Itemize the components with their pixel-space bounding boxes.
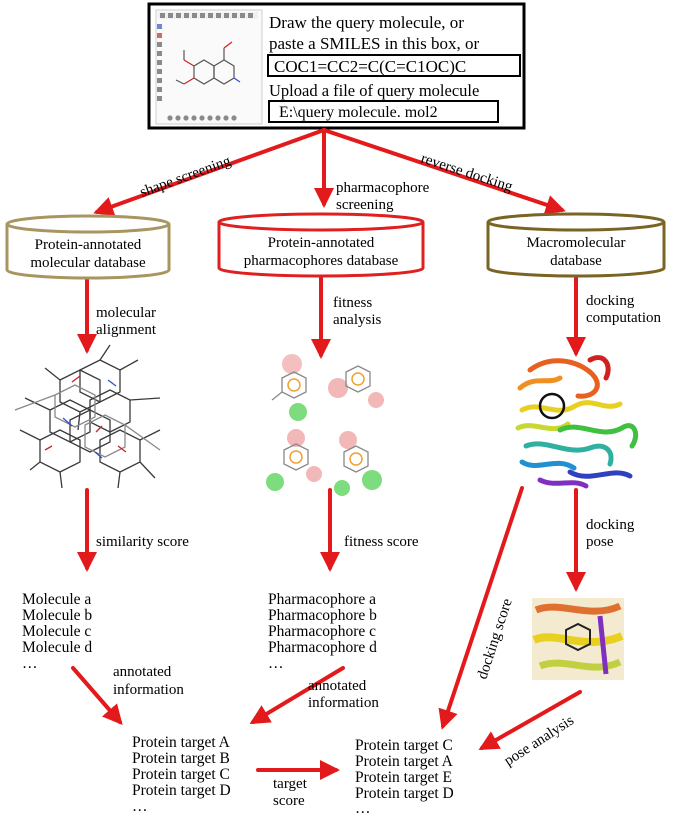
arrow-annotated-information-2 (249, 666, 345, 725)
query-instruction-line1: Draw the query molecule, or (269, 13, 464, 32)
pharmacophore-list: Pharmacophore a Pharmacophore b Pharmaco… (268, 591, 377, 672)
protein-structure-image (515, 355, 639, 489)
protein-target-list-2: Protein target C Protein target A Protei… (355, 737, 454, 816)
file-path-box[interactable] (268, 100, 499, 123)
label-docking-pose-line2: pose (586, 534, 614, 550)
pharmacophore-list-item: Pharmacophore d (268, 639, 377, 656)
label-annotated-1: annotated (113, 664, 172, 680)
molecule-list-item: … (22, 655, 38, 672)
label-information-2: information (308, 695, 379, 711)
arrow-shape-screening (93, 128, 326, 216)
label-fitness: fitness (333, 295, 372, 311)
database-molecular-line2: molecular database (30, 255, 146, 271)
protein-target-item: Protein target B (132, 750, 230, 767)
database-pharmacophores: Protein-annotated pharmacophores databas… (217, 212, 425, 278)
ranked-target-item: … (355, 800, 371, 816)
file-path-value: E:\query molecule. mol2 (279, 104, 438, 121)
pharmacophore-list-item: Pharmacophore a (268, 591, 376, 608)
label-analysis: analysis (333, 312, 381, 328)
label-annotated-2: annotated (308, 678, 367, 694)
database-pharmacophores-line1: Protein-annotated (268, 235, 375, 251)
label-alignment: alignment (96, 322, 157, 338)
molecule-sketcher[interactable] (155, 9, 263, 125)
ranked-target-item: Protein target D (355, 785, 454, 802)
label-molecular: molecular (96, 305, 156, 321)
label-pharmacophore-line2: screening (336, 197, 394, 213)
query-instruction-line2: paste a SMILES in this box, or (269, 34, 479, 53)
label-reverse-docking: reverse docking (419, 151, 515, 196)
query-panel: Draw the query molecule, or paste a SMIL… (147, 2, 526, 130)
label-fitness-score: fitness score (344, 534, 419, 550)
molecule-list: Molecule a Molecule b Molecule c Molecul… (22, 591, 92, 672)
label-target: target (273, 776, 308, 792)
label-score: score (273, 793, 305, 809)
flow-arrows (71, 128, 586, 780)
label-computation: computation (586, 310, 661, 326)
protein-target-item: Protein target A (132, 734, 231, 751)
upload-instruction: Upload a file of query molecule (269, 81, 479, 100)
database-molecular: Protein-annotated molecular database (5, 214, 171, 280)
label-information-1: information (113, 682, 184, 698)
label-docking-pose-line1: docking (586, 517, 635, 533)
pharmacophore-image-c (266, 429, 322, 491)
molecule-list-item: Molecule a (22, 591, 91, 608)
ranked-target-item: Protein target E (355, 769, 452, 786)
pharmacophore-image-d (334, 431, 382, 496)
pharmacophore-images (266, 354, 384, 496)
pharmacophore-list-item: … (268, 655, 284, 672)
arrow-pose-analysis (478, 690, 582, 750)
ranked-target-item: Protein target C (355, 737, 453, 754)
label-shape-screening: shape screening (138, 153, 234, 201)
pharmacophore-list-item: Pharmacophore c (268, 623, 376, 640)
protein-target-item: Protein target D (132, 782, 231, 799)
protein-target-item: Protein target C (132, 766, 230, 783)
database-macromolecular-line1: Macromolecular (526, 235, 625, 251)
ranked-target-item: Protein target A (355, 753, 454, 770)
database-macromolecular: Macromolecular database (486, 212, 666, 278)
protein-target-item: … (132, 798, 148, 815)
database-molecular-line1: Protein-annotated (35, 237, 142, 253)
query-molecule-drawing (175, 41, 241, 85)
arrow-annotated-information-1 (71, 666, 123, 726)
arrow-docking-score (438, 486, 524, 730)
molecule-list-item: Molecule c (22, 623, 91, 640)
database-macromolecular-line2: database (550, 253, 602, 269)
arrow-reverse-docking (322, 128, 566, 215)
database-pharmacophores-line2: pharmacophores database (244, 253, 399, 269)
label-docking: docking (586, 293, 635, 309)
smiles-input-value: COC1=CC2=C(C=C1OC)C (274, 57, 466, 76)
label-similarity-score: similarity score (96, 534, 189, 550)
pharmacophore-list-item: Pharmacophore b (268, 607, 377, 624)
molecular-alignment-image (14, 344, 161, 489)
sketcher-toolbar-icons[interactable] (157, 12, 258, 121)
molecule-list-item: Molecule b (22, 607, 92, 624)
smiles-input-box[interactable] (267, 54, 521, 77)
molecule-list-item: Molecule d (22, 639, 92, 656)
pharmacophore-image-b (328, 365, 384, 408)
label-pharmacophore-line1: pharmacophore (336, 180, 430, 196)
protein-target-list-1: Protein target A Protein target B Protei… (132, 734, 231, 815)
label-pose-analysis: pose analysis (501, 713, 577, 770)
pharmacophore-image-a (271, 354, 307, 421)
docking-pose-image (532, 598, 624, 680)
